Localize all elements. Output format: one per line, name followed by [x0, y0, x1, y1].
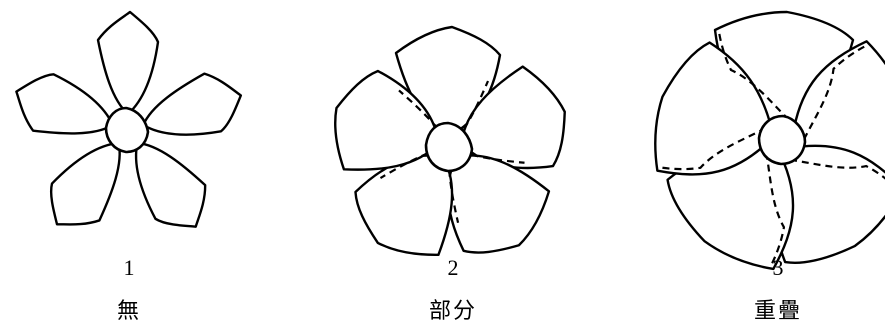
panel-2-number: 2: [448, 255, 459, 280]
panel-2-caption: 部分: [429, 299, 477, 324]
flower-3-center: [759, 116, 805, 164]
flower-2-partial-overlap: [319, 27, 579, 276]
flower-1-center: [106, 108, 148, 152]
panel-3-caption: 重疊: [754, 299, 802, 324]
flower-1-no-overlap: [7, 12, 250, 243]
panel-3-number: 3: [773, 255, 784, 280]
panel-1-caption: 無: [117, 299, 141, 324]
panel-1-number: 1: [124, 255, 135, 280]
flower-3-overlap: [640, 12, 885, 285]
